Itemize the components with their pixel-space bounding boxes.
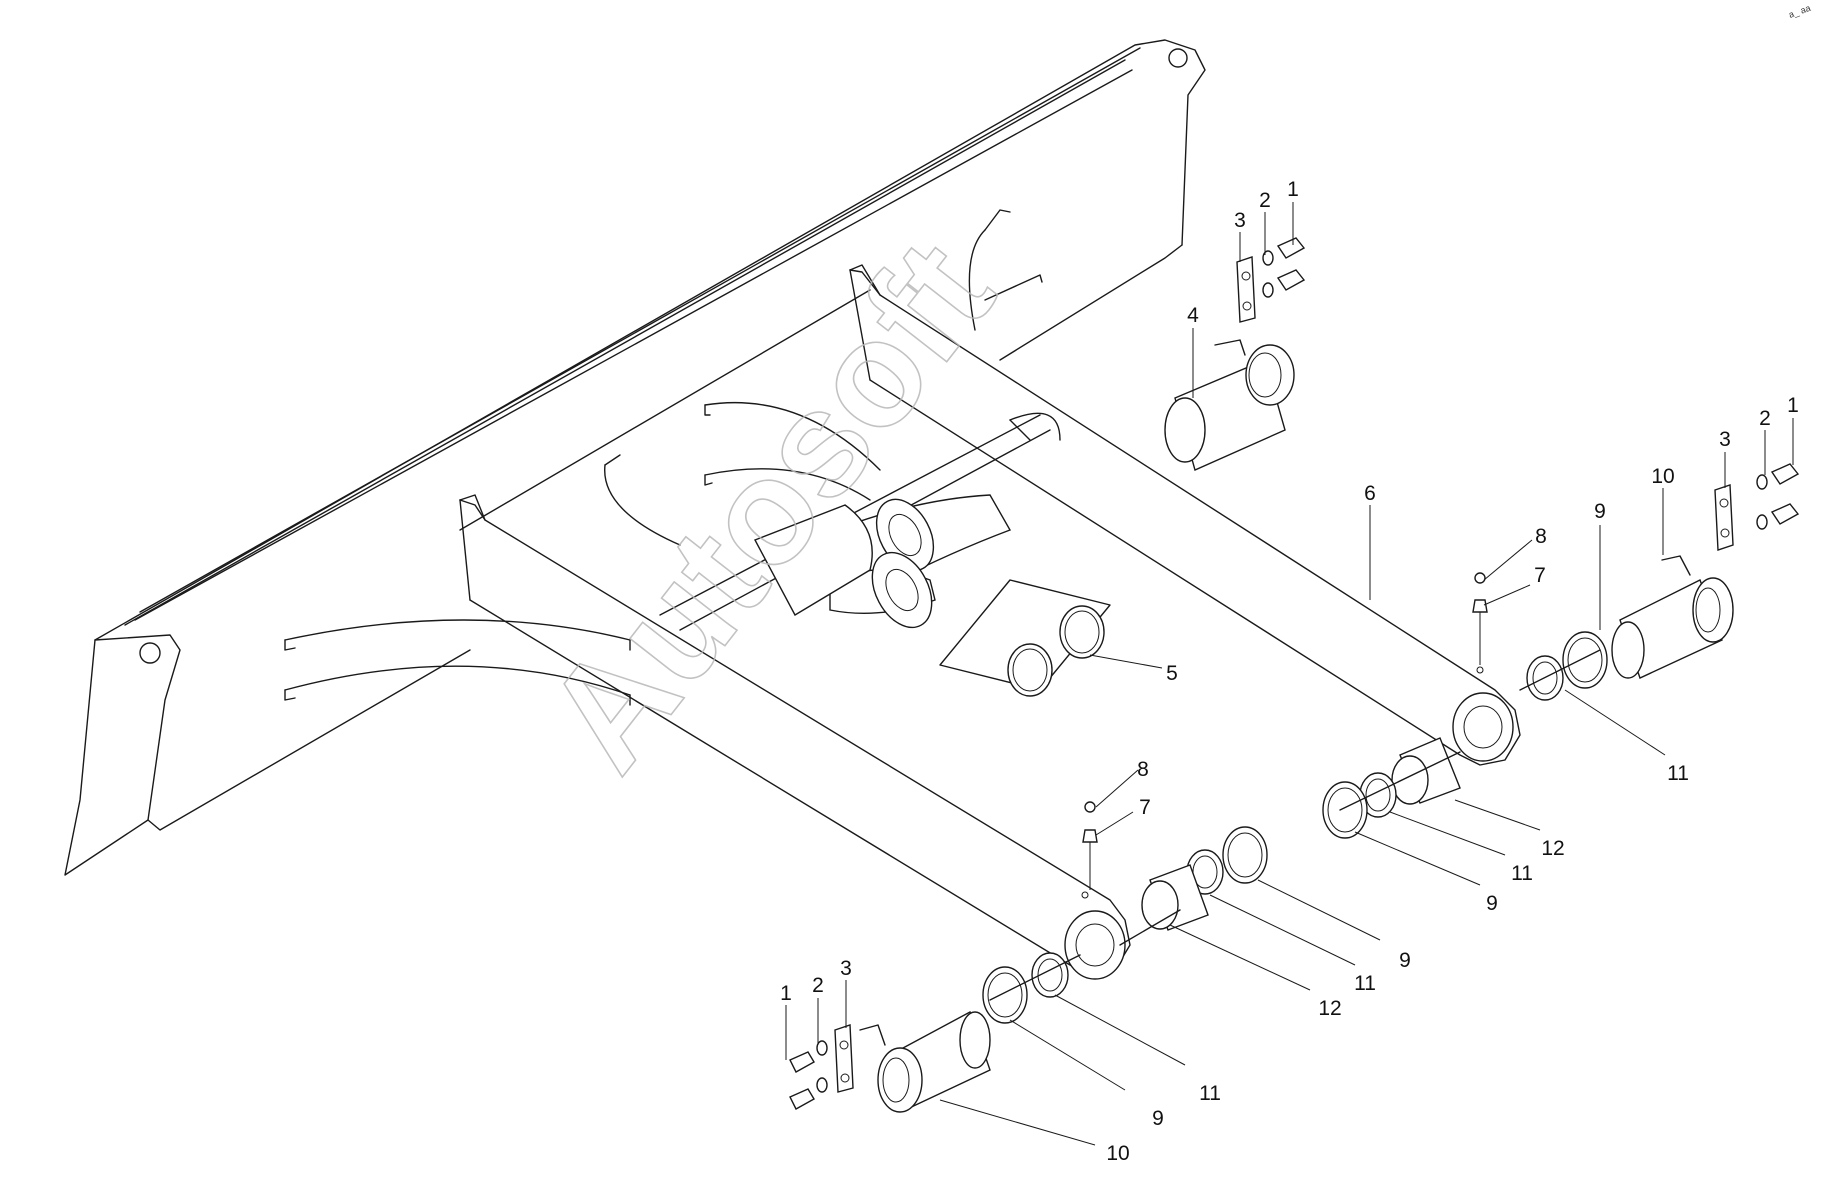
callout-label: 12: [1541, 837, 1564, 860]
callout-label: 2: [812, 974, 824, 997]
callout-label: 2: [1759, 407, 1771, 430]
callout-label: 4: [1187, 304, 1199, 327]
callout-label: 3: [840, 957, 852, 980]
callout-label: 7: [1534, 564, 1546, 587]
callout-label: 11: [1511, 862, 1533, 885]
callout-label: 10: [1651, 465, 1674, 488]
callout-label: 10: [1106, 1142, 1129, 1165]
callout-label: 9: [1594, 500, 1606, 523]
corner-mark: a_ aa: [1787, 3, 1812, 20]
leader-lines: [785, 202, 1794, 1146]
callout-labels: 1 2 3 4 5 6 8 7 1 2 3 10 9 11 12 11 9 8 …: [780, 178, 1799, 1165]
callout-label: 9: [1152, 1107, 1164, 1130]
callout-label: 3: [1234, 209, 1246, 232]
left-rings: [982, 801, 1268, 1024]
callout-label: 1: [1787, 394, 1799, 417]
push-arm-right: [849, 264, 1521, 766]
left-bolts-and-plate: [789, 1024, 854, 1110]
callout-label: 11: [1199, 1082, 1221, 1105]
rings-part-5: [939, 579, 1111, 697]
top-bolts-and-plate: [1236, 237, 1306, 323]
callout-label: 1: [780, 982, 792, 1005]
right-pin-part-10: [1611, 555, 1734, 679]
callout-label: 5: [1166, 662, 1178, 685]
push-arm-left: [459, 494, 1131, 980]
callout-label: 2: [1259, 189, 1271, 212]
right-bolts-and-plate: [1714, 463, 1800, 551]
callout-label: 11: [1667, 762, 1689, 785]
callout-label: 11: [1354, 972, 1376, 995]
callout-label: 7: [1139, 796, 1151, 819]
left-pin-part-10: [859, 1010, 991, 1113]
callout-label: 9: [1486, 892, 1498, 915]
callout-label: 3: [1719, 428, 1731, 451]
callout-label: 8: [1535, 525, 1547, 548]
callout-label: 9: [1399, 949, 1411, 972]
callout-label: 1: [1287, 178, 1299, 201]
trunnion-assembly: [754, 412, 1061, 629]
callout-label: 6: [1364, 482, 1376, 505]
callout-label: 8: [1137, 758, 1149, 781]
callout-label: 12: [1318, 997, 1341, 1020]
pin-part-4: [1164, 339, 1295, 471]
right-rings: [1322, 572, 1608, 839]
